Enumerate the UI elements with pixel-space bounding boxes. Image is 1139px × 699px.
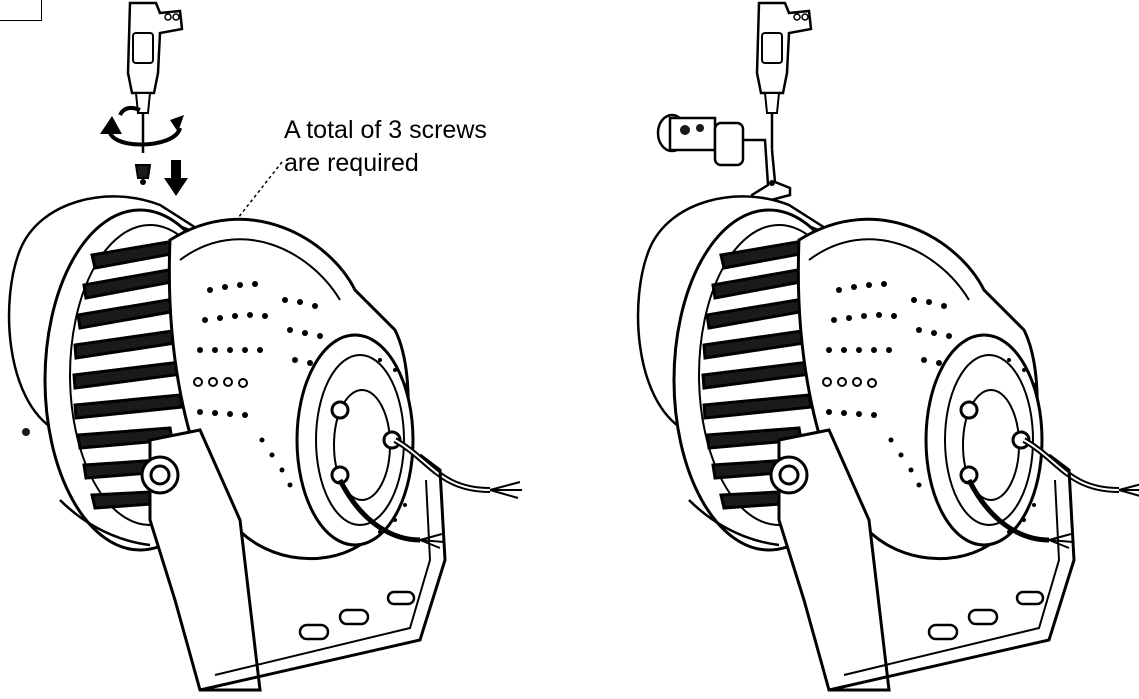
- rotate-arrows-icon: [100, 106, 184, 147]
- floodlight-fixture-icon: [9, 196, 522, 690]
- screw-icon: [134, 164, 152, 185]
- screw-marker: [22, 428, 30, 436]
- annotation-line-1: A total of 3 screws: [284, 116, 487, 144]
- left-assembly-view: [9, 1, 522, 690]
- screw-count-annotation: A total of 3 screws are required: [284, 114, 487, 180]
- step-number-box: [0, 0, 42, 21]
- leader-line: [237, 161, 283, 219]
- power-drill-icon: [755, 1, 813, 155]
- laser-module-icon: [656, 113, 792, 207]
- annotation-line-2: are required: [284, 149, 419, 177]
- down-arrow-icon: [164, 160, 188, 196]
- floodlight-fixture-icon: [638, 196, 1139, 690]
- power-drill-icon: [126, 1, 184, 155]
- right-assembly-view: [638, 1, 1139, 690]
